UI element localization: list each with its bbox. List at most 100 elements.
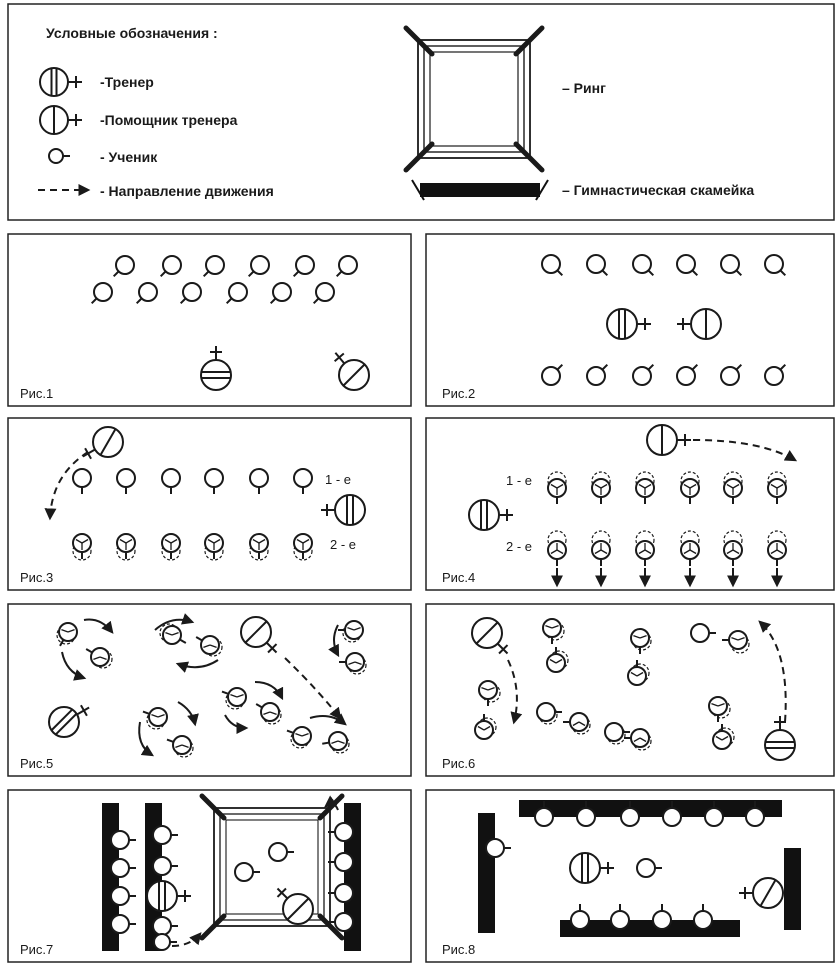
legend-bench-label: – Гимнастическая скамейка [562,182,754,198]
student-icon [328,883,354,903]
student-icon [338,620,364,643]
student-icon [72,468,92,494]
figure-label: Рис.5 [20,756,53,771]
student-icon [204,468,224,494]
trainer-symbol-icon [146,880,191,912]
student-icon [335,255,358,278]
row-label-second: 2 - е [506,539,532,554]
direction-arrow-icon [44,451,89,521]
student-icon [247,255,270,278]
figure-panel-5: Рис.5 [7,603,412,777]
student-icon [152,916,178,936]
direction-arrow-icon [177,701,199,727]
student-icon [630,628,652,654]
figure-panel-6: Рис.6 [425,603,835,777]
student-icon [536,702,562,725]
student-icon [720,363,743,386]
student-icon [708,696,731,722]
assistant-symbol-icon [333,352,370,391]
figure-label: Рис.7 [20,942,53,957]
trainer-symbol-icon [764,716,796,761]
direction-arrow-icon [692,439,798,462]
student-icon [632,363,655,386]
student-icon [680,530,700,566]
student-icon [704,801,724,827]
student-icon [90,282,113,305]
student-icon [142,707,168,730]
assistant-symbol-icon [739,877,784,909]
student-icon [202,255,225,278]
assistant-symbol-icon [471,617,509,655]
figure-panel-7: Рис.7 [7,789,412,963]
student-icon [269,282,292,305]
student-icon [85,647,113,669]
student-icon [541,254,564,277]
student-icon [591,530,611,566]
trainer-symbol-icon [39,67,82,97]
student-icon [339,652,367,675]
figure-panel-1: Рис.1 [7,233,412,407]
student-icon [632,254,655,277]
student-icon [563,712,591,735]
direction-arrow-icon [138,721,155,757]
student-icon [635,471,655,504]
student-icon [662,801,682,827]
trainer-symbol-icon [200,346,232,391]
student-icon [610,904,630,930]
figure-label: Рис.3 [20,570,53,585]
student-symbol-icon [48,148,70,164]
student-icon [159,623,187,645]
ring-icon [403,25,545,173]
student-icon [110,914,136,934]
direction-arrow-icon [758,620,787,723]
direction-arrow-icon [61,651,87,681]
student-icon [690,623,716,643]
student-icon [534,801,554,827]
student-icon [328,822,354,842]
student-icon [234,862,260,882]
student-icon [293,533,313,561]
direction-arrow-icon [507,659,523,725]
figure-panel-4: Рис.4 1 - е 2 - е [425,417,835,591]
figure-panel-8: Рис.8 [425,789,835,963]
ring-icon [199,793,345,941]
assistant-symbol-icon [276,887,314,925]
bench-icon [478,813,495,933]
legend-title: Условные обозначения : [46,25,218,41]
student-icon [116,533,136,561]
student-icon [268,842,294,862]
bench-icon [411,179,549,201]
figure-label: Рис.6 [442,756,475,771]
student-icon [312,282,335,305]
figure-label: Рис.1 [20,386,53,401]
student-icon [722,630,750,654]
student-icon [161,533,181,561]
trainer-symbol-icon [569,852,614,884]
assistant-symbol-icon [82,426,124,460]
student-icon [225,282,248,305]
student-icon [620,801,640,827]
student-icon [712,724,735,750]
student-icon [478,680,501,706]
student-icon [161,468,181,494]
student-icon [166,735,194,758]
student-icon [676,254,699,277]
student-icon [542,618,565,644]
legend-direction-label: - Направление движения [100,183,274,199]
student-icon [159,255,182,278]
student-icon [204,533,224,561]
assistant-symbol-icon [240,616,278,654]
direction-arrow-icon [83,618,114,634]
student-icon [110,858,136,878]
student-icon [255,702,282,725]
trainer-symbol-icon [606,308,651,340]
student-icon [764,363,787,386]
student-icon [676,363,699,386]
legend-trainer-label: -Тренер [100,74,154,90]
student-icon [541,363,564,386]
row-label-first: 1 - е [325,472,351,487]
direction-arrow-icon [175,659,219,673]
student-icon [293,468,313,494]
student-icon [249,533,269,561]
student-icon [547,471,567,504]
